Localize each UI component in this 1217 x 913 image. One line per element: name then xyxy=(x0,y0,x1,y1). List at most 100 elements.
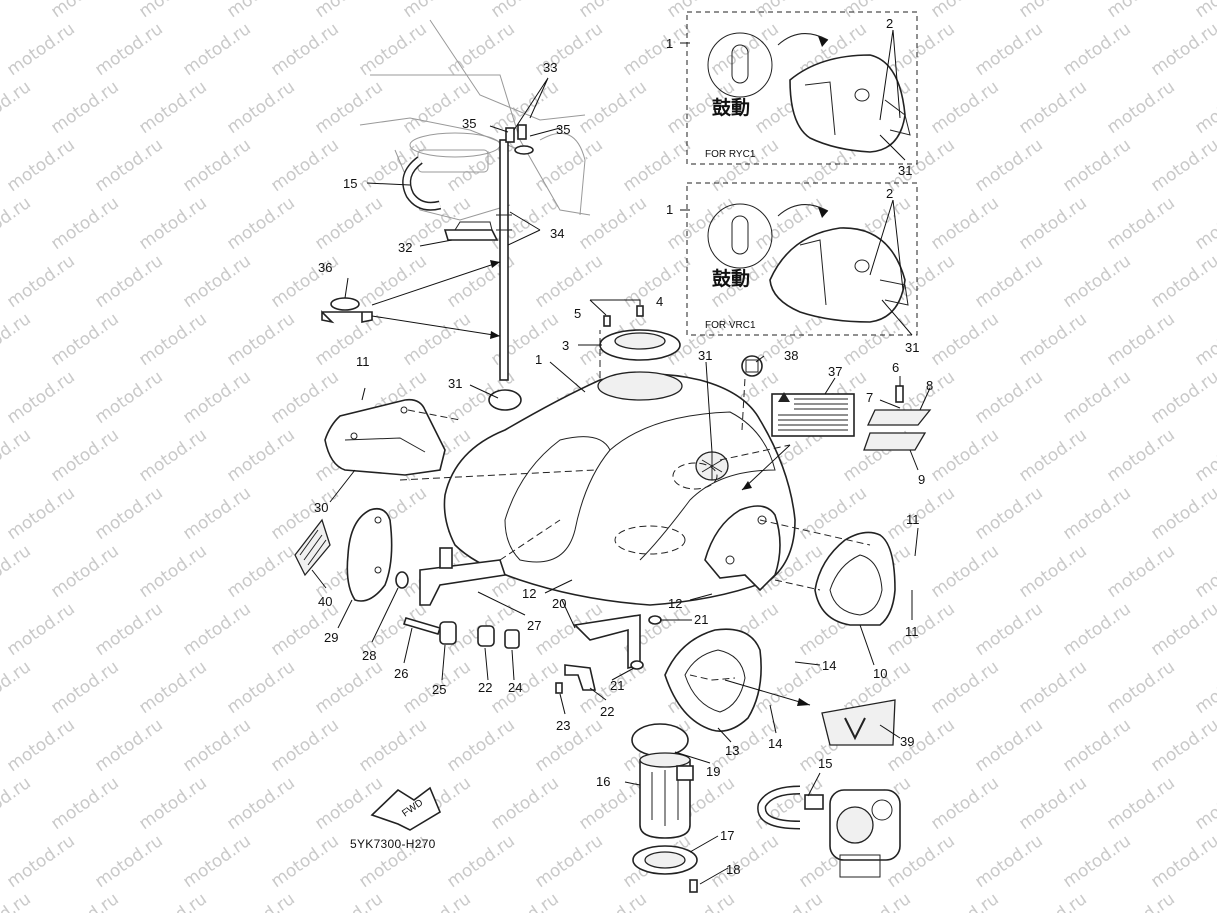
washer-21 xyxy=(630,615,662,670)
watermark-text: motod.ru xyxy=(91,135,166,196)
watermark-text: motod.ru xyxy=(927,657,1002,718)
fuel-tank-1 xyxy=(443,371,796,606)
fwd-arrow: FWD xyxy=(370,786,442,831)
watermark-text: motod.ru xyxy=(0,193,35,254)
watermark-text: motod.ru xyxy=(47,77,122,138)
watermark-text: motod.ru xyxy=(91,715,166,776)
watermark-text: motod.ru xyxy=(0,773,35,834)
watermark-text: motod.ru xyxy=(1147,715,1217,776)
watermark-text: motod.ru xyxy=(311,193,386,254)
watermark-text: motod.ru xyxy=(619,135,694,196)
inset1-callout-1: 1 xyxy=(666,36,673,51)
watermark-text: motod.ru xyxy=(267,715,342,776)
watermark-text: motod.ru xyxy=(1059,367,1134,428)
callout-34: 34 xyxy=(550,226,564,241)
watermark-text: motod.ru xyxy=(47,889,122,913)
watermark-text: motod.ru xyxy=(135,77,210,138)
watermark-text: motod.ru xyxy=(1191,0,1217,22)
bolt-26 xyxy=(402,617,442,635)
watermark-text: motod.ru xyxy=(223,0,298,22)
callout-9: 9 xyxy=(918,472,925,487)
callout-14b: 14 xyxy=(768,736,782,751)
callout-22b: 22 xyxy=(600,704,614,719)
callout-31a: 31 xyxy=(448,376,462,391)
watermark-text: motod.ru xyxy=(1147,483,1217,544)
callout-26: 26 xyxy=(394,666,408,681)
watermark-text: motod.ru xyxy=(1147,135,1217,196)
side-cover-10 xyxy=(814,531,896,626)
watermark-text: motod.ru xyxy=(1103,541,1178,602)
watermark-text: motod.ru xyxy=(1059,251,1134,312)
watermark-text: motod.ru xyxy=(135,0,210,22)
callout-39: 39 xyxy=(900,734,914,749)
watermark-text: motod.ru xyxy=(0,0,35,22)
watermark-text: motod.ru xyxy=(267,135,342,196)
watermark-text: motod.ru xyxy=(575,889,650,913)
callout-11b: 11 xyxy=(906,512,920,527)
callout-35b: 35 xyxy=(556,122,570,137)
callout-13: 13 xyxy=(725,743,739,758)
watermark-text: motod.ru xyxy=(179,483,254,544)
inset2-callout-2: 2 xyxy=(886,186,893,201)
watermark-text: motod.ru xyxy=(47,0,122,22)
gasket-31 xyxy=(488,389,522,411)
callout-18: 18 xyxy=(726,862,740,877)
watermark-text: motod.ru xyxy=(91,251,166,312)
callout-29: 29 xyxy=(324,630,338,645)
watermark-text: motod.ru xyxy=(179,367,254,428)
fuel-pump-16 xyxy=(639,752,694,839)
watermark-text: motod.ru xyxy=(135,193,210,254)
bracket-32 xyxy=(443,221,499,241)
watermark-text: motod.ru xyxy=(751,889,826,913)
watermark-text: motod.ru xyxy=(1059,715,1134,776)
inset-ryc1: 鼓動 FOR RYC1 xyxy=(686,11,918,165)
watermark-text: motod.ru xyxy=(1191,773,1217,834)
callout-19: 19 xyxy=(706,764,720,779)
watermark-text: motod.ru xyxy=(223,773,298,834)
watermark-text: motod.ru xyxy=(927,773,1002,834)
watermark-text: motod.ru xyxy=(1103,77,1178,138)
watermark-text: motod.ru xyxy=(399,889,474,913)
watermark-text: motod.ru xyxy=(575,77,650,138)
callout-10: 10 xyxy=(873,666,887,681)
watermark-text: motod.ru xyxy=(91,483,166,544)
watermark-text: motod.ru xyxy=(179,599,254,660)
gasket-19 xyxy=(631,723,689,757)
watermark-text: motod.ru xyxy=(3,831,78,892)
watermark-text: motod.ru xyxy=(707,135,782,196)
inset-vrc1: 鼓動 FOR VRC1 xyxy=(686,182,918,336)
callout-15b: 15 xyxy=(818,756,832,771)
callout-16: 16 xyxy=(596,774,610,789)
callout-12a: 12 xyxy=(522,586,536,601)
watermark-text: motod.ru xyxy=(1059,831,1134,892)
watermark-text: motod.ru xyxy=(223,77,298,138)
watermark-text: motod.ru xyxy=(3,19,78,80)
watermark-text: motod.ru xyxy=(971,251,1046,312)
watermark-text: motod.ru xyxy=(1015,657,1090,718)
watermark-text: motod.ru xyxy=(1191,425,1217,486)
watermark-text: motod.ru xyxy=(751,657,826,718)
watermark-text: motod.ru xyxy=(1015,193,1090,254)
watermark-text: motod.ru xyxy=(971,19,1046,80)
watermark-text: motod.ru xyxy=(311,889,386,913)
reference-code: 5YK7300-H270 xyxy=(350,837,436,851)
watermark-text: motod.ru xyxy=(1147,19,1217,80)
watermark-text: motod.ru xyxy=(1147,367,1217,428)
watermark-text: motod.ru xyxy=(223,193,298,254)
watermark-text: motod.ru xyxy=(1191,309,1217,370)
watermark-text: motod.ru xyxy=(179,135,254,196)
watermark-text: motod.ru xyxy=(47,657,122,718)
watermark-text: motod.ru xyxy=(1103,193,1178,254)
watermark-text: motod.ru xyxy=(575,193,650,254)
leader-lines xyxy=(311,29,931,885)
callout-15a: 15 xyxy=(343,176,357,191)
callout-6: 6 xyxy=(892,360,899,375)
inset2-callout-1: 1 xyxy=(666,202,673,217)
watermark-text: motod.ru xyxy=(1147,831,1217,892)
watermark-text: motod.ru xyxy=(1059,19,1134,80)
watermark-text: motod.ru xyxy=(91,599,166,660)
watermark-text: motod.ru xyxy=(267,367,342,428)
watermark-text: motod.ru xyxy=(1103,889,1178,913)
nut-24 xyxy=(504,629,520,649)
bolts-33-35 xyxy=(505,124,534,155)
